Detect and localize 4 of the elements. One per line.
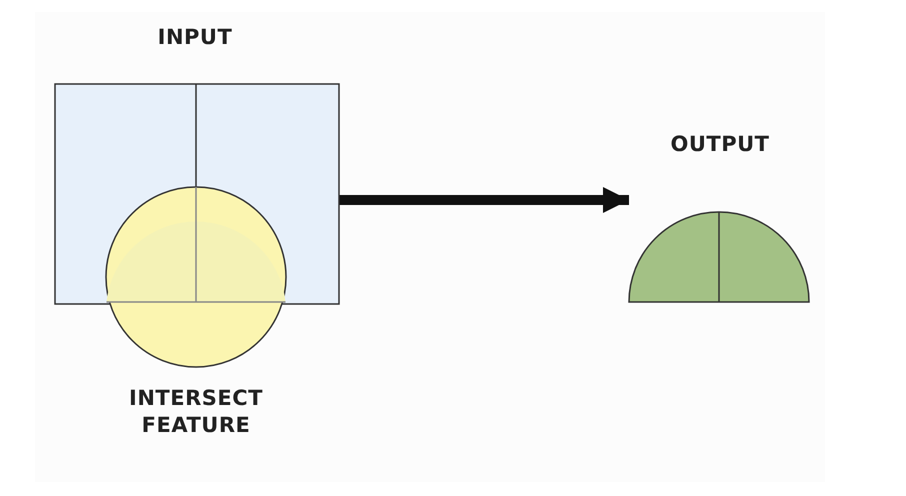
polygon-label: INPUT <box>156 24 234 51</box>
polygon-label: OUTPUT <box>670 131 770 158</box>
polygon-label: INTERSECT FEATURE <box>128 385 264 439</box>
arrow <box>339 187 629 213</box>
